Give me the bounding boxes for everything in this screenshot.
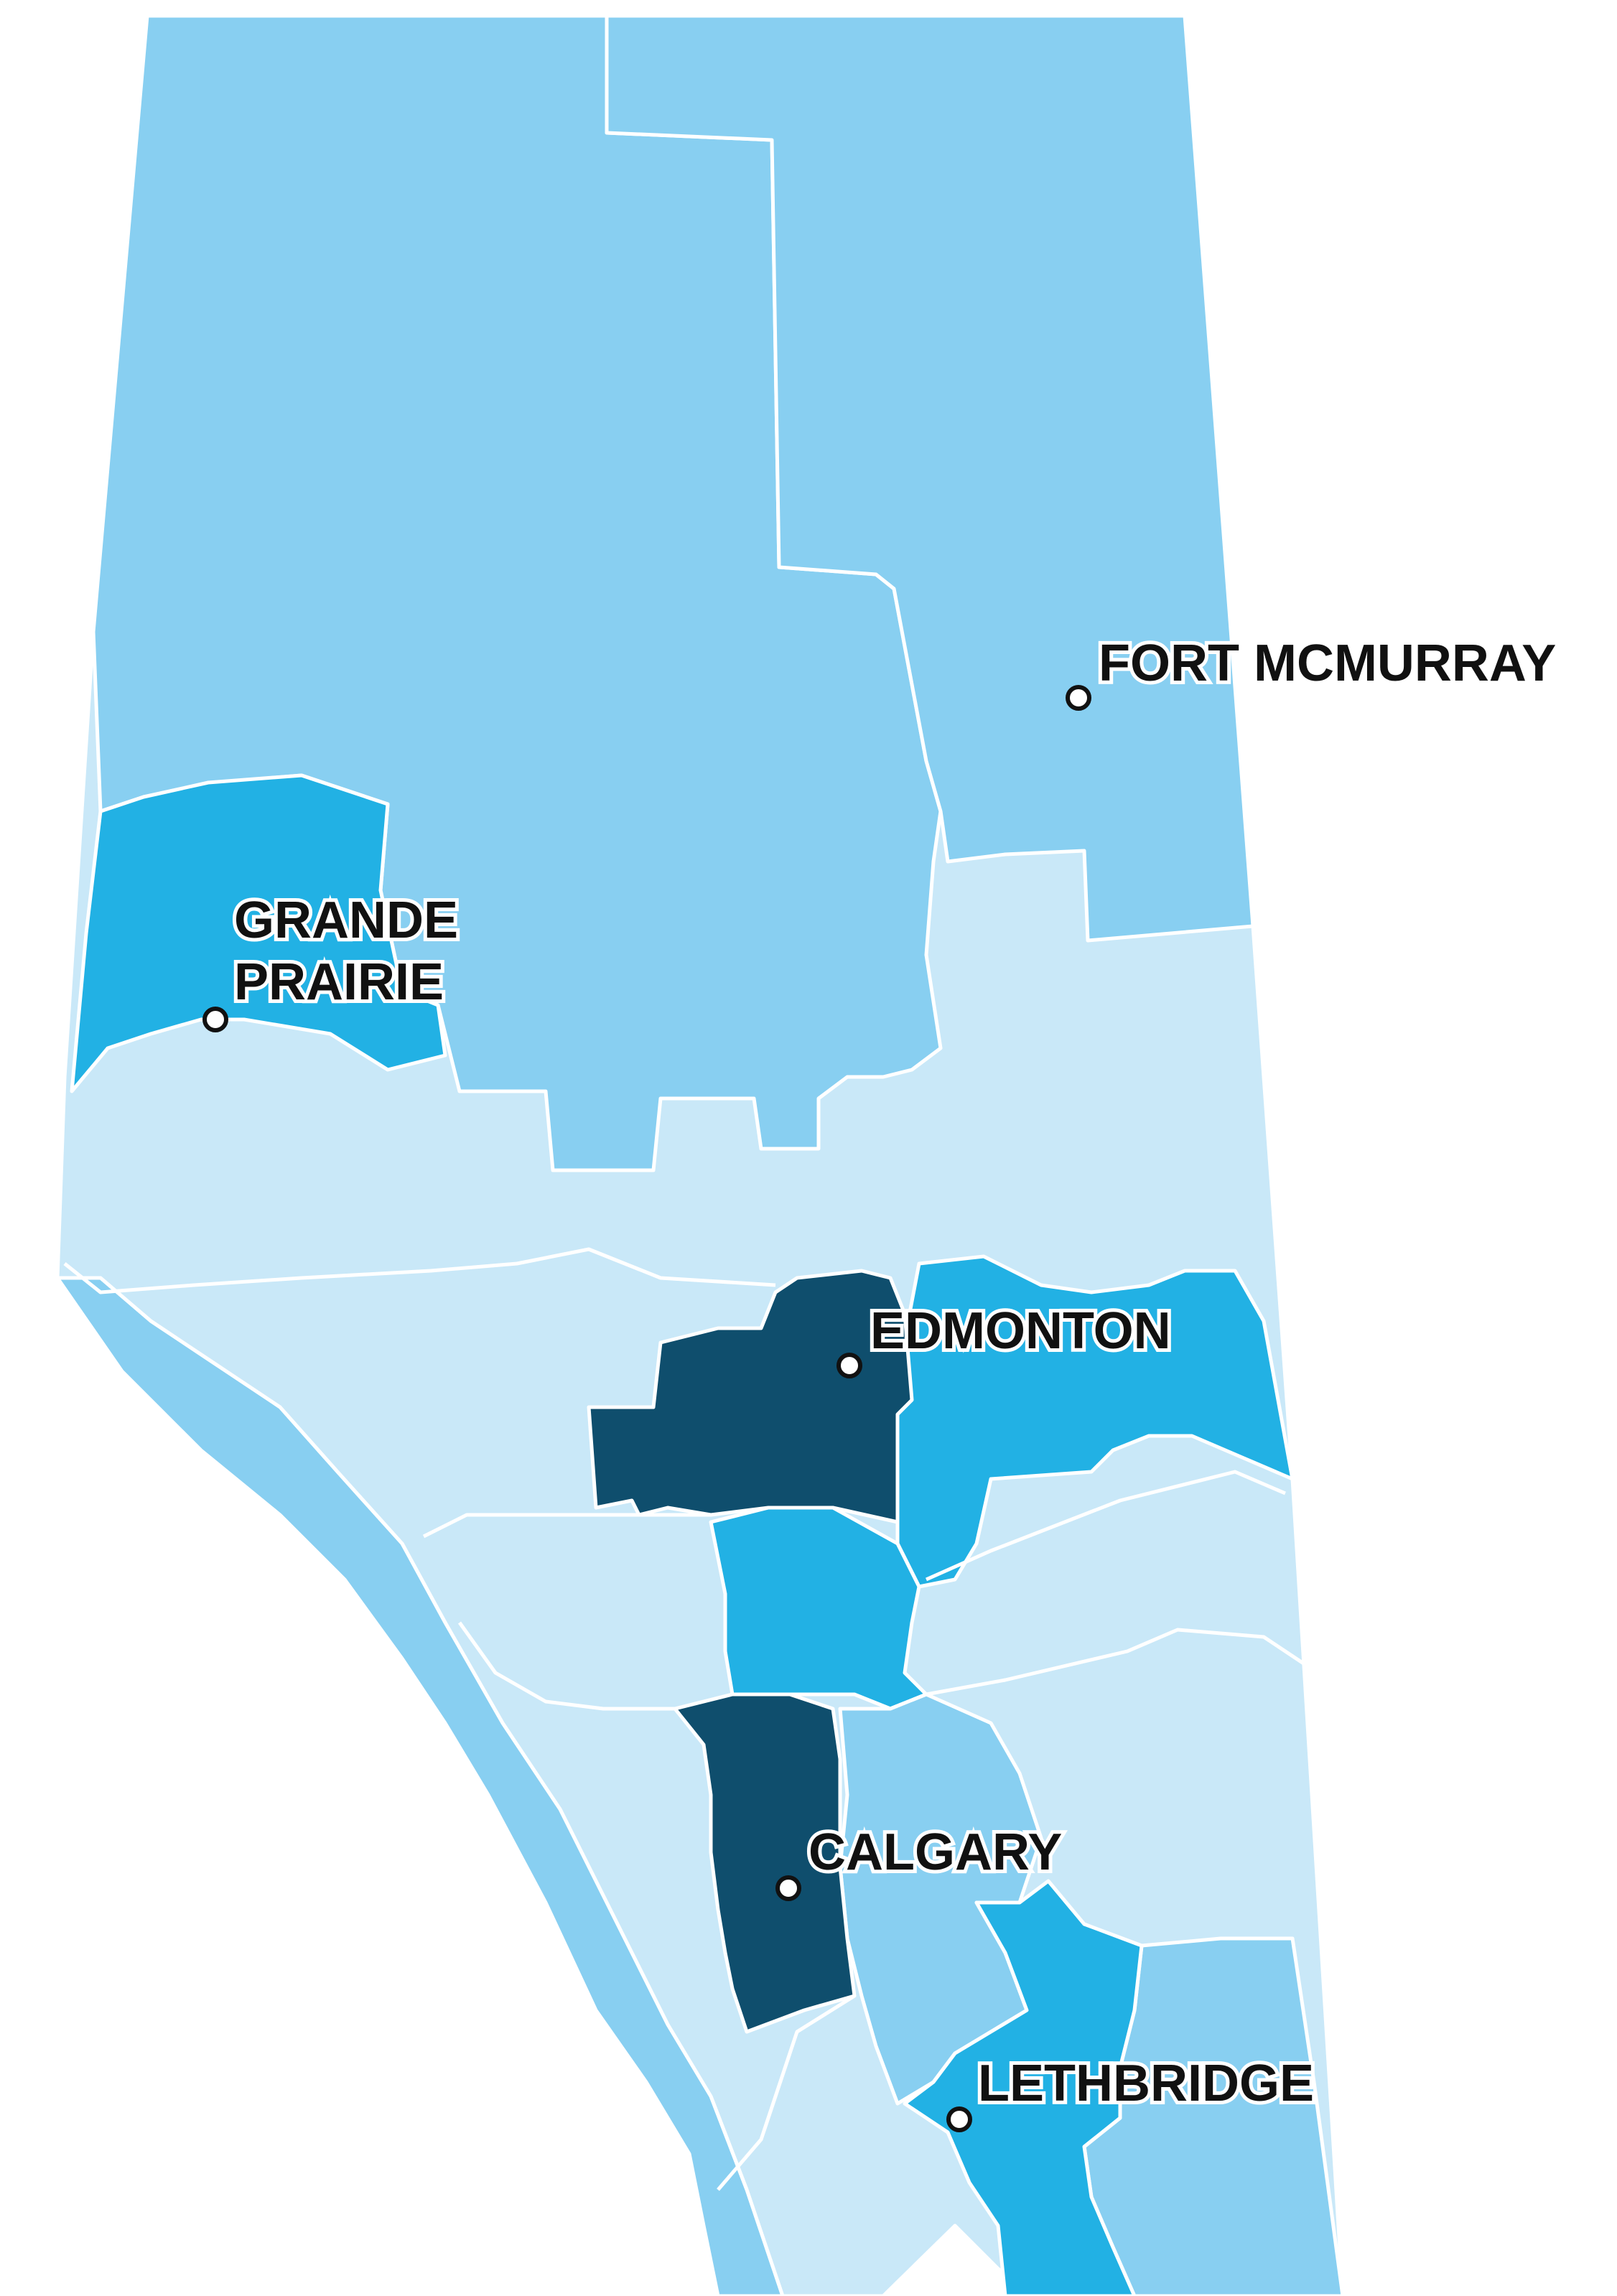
- region-northeast: [605, 14, 1255, 943]
- circle-marker-icon: [202, 1007, 228, 1032]
- city-label-lethbridge: LETHBRIDGE: [978, 2055, 1314, 2112]
- city-label-edmonton: EDMONTON: [870, 1302, 1171, 1360]
- circle-marker-icon: [1066, 685, 1091, 711]
- border-line-east-mid: [925, 1470, 1286, 1582]
- region-calgary: [673, 1692, 857, 2034]
- region-southwest-foothills: [55, 1276, 785, 2296]
- city-label-prairie: PRAIRIE: [234, 953, 444, 1011]
- region-lethbridge: [903, 1879, 1144, 2296]
- city-label-calgary: CALGARY: [808, 1824, 1062, 1881]
- city-label-grande: GRANDE: [234, 892, 458, 949]
- border-line-central: [63, 1247, 776, 1294]
- border-line-south-central: [457, 1621, 675, 1711]
- region-edmonton: [587, 1269, 914, 1524]
- region-grande-prairie: [70, 773, 447, 1093]
- border-line-east-south: [926, 1628, 1308, 1697]
- city-label-fort-mcmurray: FORT MCMURRAY: [1099, 635, 1556, 692]
- circle-marker-icon: [775, 1875, 801, 1901]
- border-line-midwest: [422, 1513, 711, 1539]
- circle-marker-icon: [837, 1353, 862, 1378]
- circle-marker-icon: [946, 2106, 972, 2132]
- border-line-south-foothills: [717, 1994, 856, 2191]
